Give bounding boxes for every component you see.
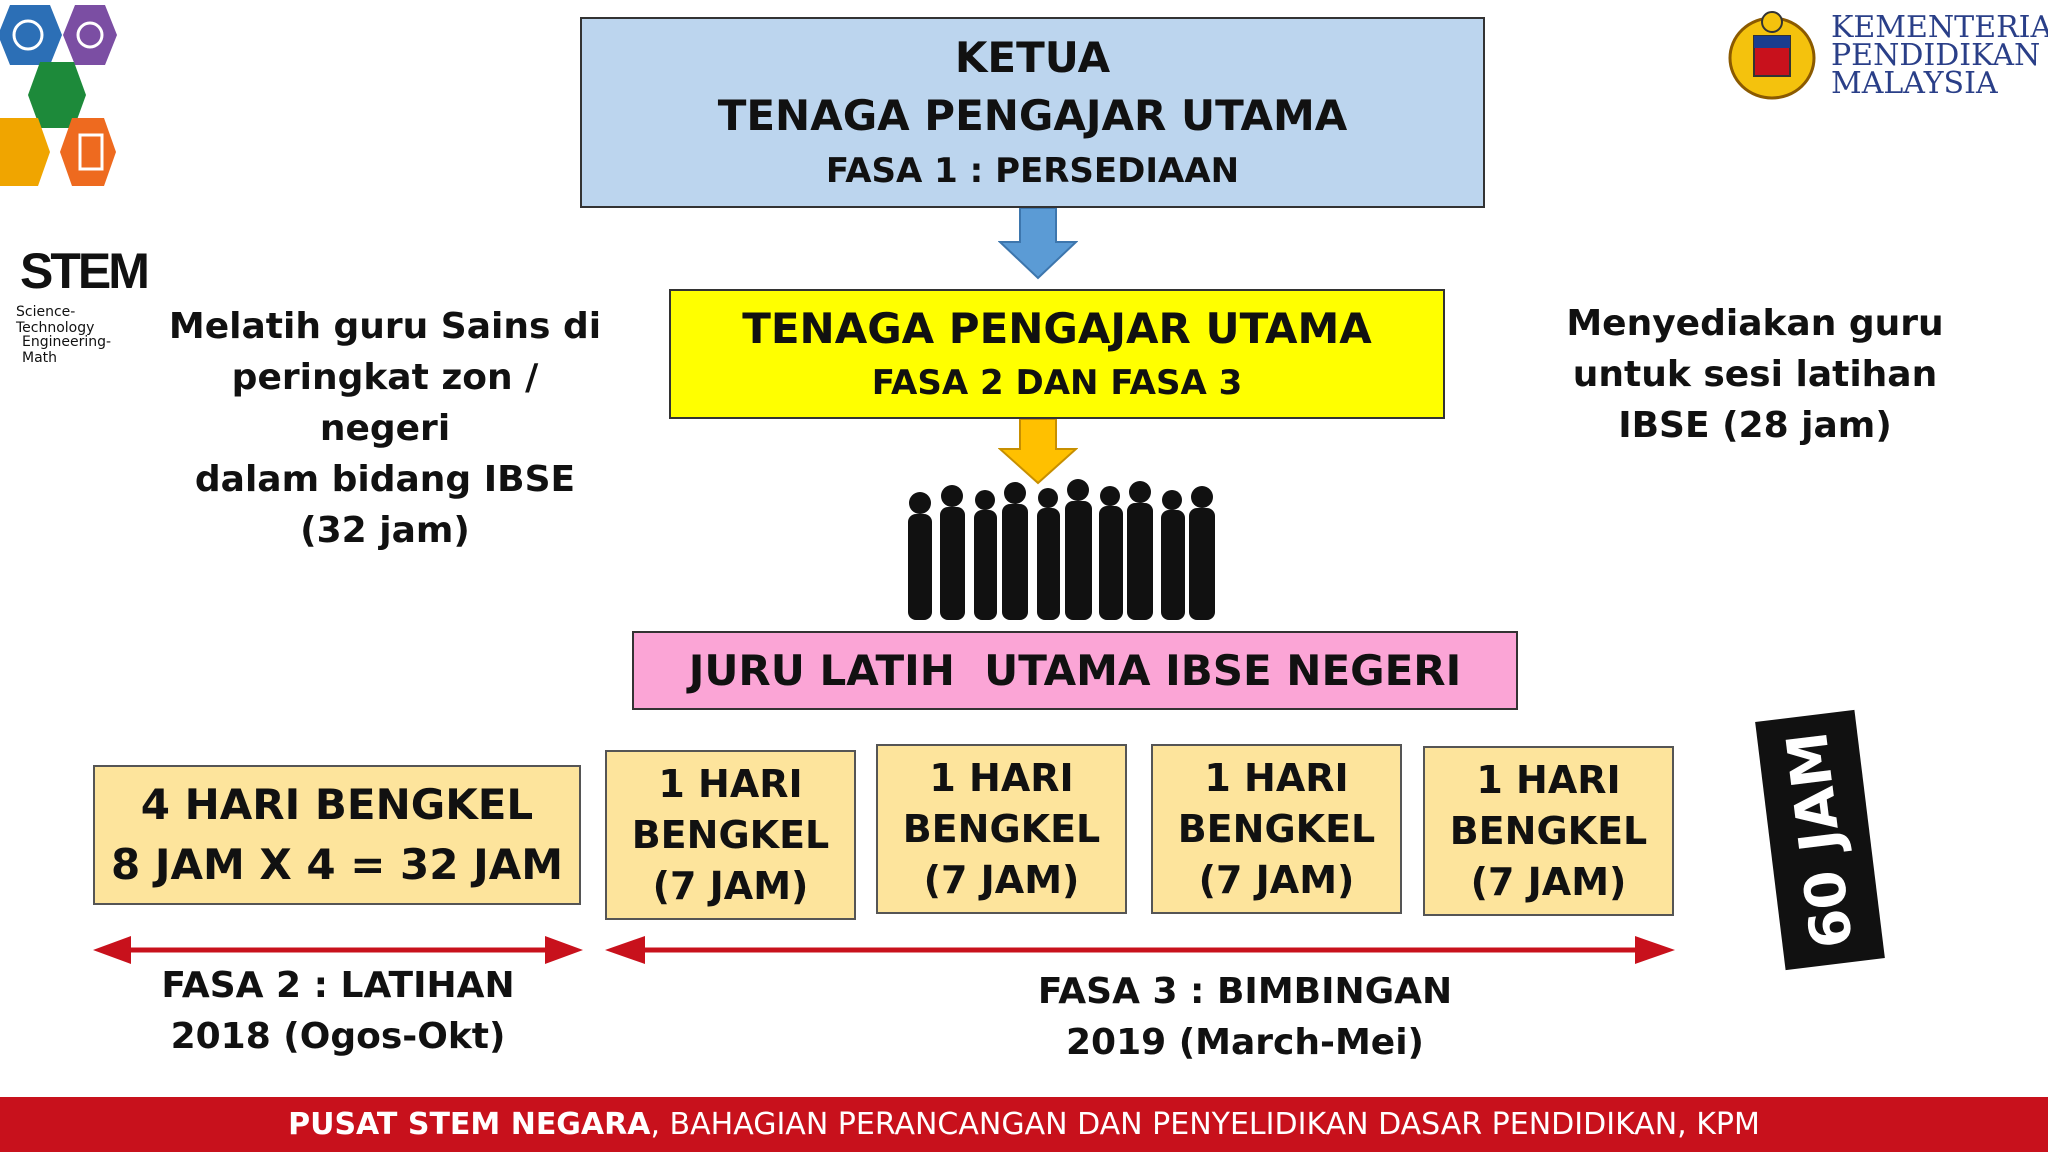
phase-3-label: FASA 3 : BIMBINGAN 2019 (March-Mei)	[1000, 966, 1490, 1068]
footer-bold: PUSAT STEM NEGARA	[288, 1107, 651, 1142]
phase-2-line1: FASA 2 : LATIHAN	[161, 965, 515, 1006]
middle-box-line2: FASA 2 DAN FASA 3	[871, 363, 1243, 403]
left-note-line: Melatih guru Sains di	[168, 306, 602, 347]
total-hours-label: 60 JAM	[1774, 728, 1866, 952]
left-note-line: dalam bidang IBSE	[194, 459, 576, 500]
workshop-line1: 1 HARI	[658, 761, 803, 806]
left-note-line: (32 jam)	[300, 510, 470, 551]
workshop-box-1: 1 HARI BENGKEL (7 JAM)	[605, 750, 856, 920]
workshop-line2: BENGKEL	[1449, 808, 1648, 853]
workshop-line3: (7 JAM)	[1198, 857, 1355, 902]
phase-2-line2: 2018 (Ogos-Okt)	[170, 1016, 506, 1057]
kpm-crest-icon	[1728, 11, 1816, 100]
stem-logo-icon	[0, 5, 117, 186]
workshop-line2: BENGKEL	[631, 812, 830, 857]
workshop-line2: BENGKEL	[1177, 806, 1376, 851]
right-note-line: IBSE (28 jam)	[1618, 405, 1892, 446]
workshop-box-4: 1 HARI BENGKEL (7 JAM)	[1423, 746, 1674, 916]
kpm-line-1: KEMENTERIAN	[1831, 10, 2048, 45]
total-hours-badge: 60 JAM	[1755, 709, 1885, 971]
middle-box-line1: TENAGA PENGAJAR UTAMA	[742, 304, 1372, 353]
workshop-line1: 1 HARI	[1204, 755, 1349, 800]
workshop-line1: 1 HARI	[1476, 757, 1621, 802]
phase-3-line2: 2019 (March-Mei)	[1066, 1022, 1424, 1063]
workshop-line3: (7 JAM)	[1470, 859, 1627, 904]
footer-rest: , BAHAGIAN PERANCANGAN DAN PENYELIDIKAN …	[650, 1107, 1760, 1142]
workshop-line3: (7 JAM)	[652, 863, 809, 908]
workshop-box-2: 1 HARI BENGKEL (7 JAM)	[876, 744, 1127, 914]
top-box-line2: TENAGA PENGAJAR UTAMA	[717, 90, 1348, 140]
workshop-box-3: 1 HARI BENGKEL (7 JAM)	[1151, 744, 1402, 914]
pink-box-label: JURU LATIH UTAMA IBSE NEGERI	[688, 645, 1462, 695]
right-note-line: untuk sesi latihan	[1572, 354, 1938, 395]
stem-subtitle-2: Engineering-Math	[22, 334, 112, 366]
phase-2-label: FASA 2 : LATIHAN 2018 (Ogos-Okt)	[98, 960, 578, 1062]
middle-box-tpu: TENAGA PENGAJAR UTAMA FASA 2 DAN FASA 3	[669, 289, 1445, 419]
stem-subtitle-1: Science-Technology	[16, 304, 95, 336]
top-box-ketua: KETUA TENAGA PENGAJAR UTAMA FASA 1 : PER…	[580, 17, 1485, 208]
workshop-line2: BENGKEL	[902, 806, 1101, 851]
double-arrow-icon	[93, 936, 583, 964]
people-silhouette-icon	[908, 479, 1215, 620]
kpm-line-3: MALAYSIA	[1831, 66, 1998, 101]
top-box-line1: KETUA	[954, 32, 1111, 82]
double-arrow-icon	[605, 936, 1675, 964]
kpm-logo: KEMENTERIAN PENDIDIKAN MALAYSIA	[1724, 8, 2048, 108]
kpm-line-2: PENDIDIKAN	[1831, 38, 2041, 73]
left-note: Melatih guru Sains di peringkat zon / ne…	[165, 301, 605, 556]
workshop-main-line2: 8 JAM X 4 = 32 JAM	[110, 840, 564, 889]
down-arrow-icon	[998, 419, 1078, 485]
stem-logo: STEM Science-Technology Engineering-Math	[0, 0, 150, 366]
right-note-line: Menyediakan guru	[1566, 303, 1944, 344]
stem-title: STEM	[20, 243, 150, 299]
workshop-main-box: 4 HARI BENGKEL 8 JAM X 4 = 32 JAM	[93, 765, 581, 905]
workshop-line1: 1 HARI	[929, 755, 1074, 800]
right-note: Menyediakan guru untuk sesi latihan IBSE…	[1530, 298, 1980, 451]
down-arrow-icon	[998, 208, 1078, 280]
top-box-line3: FASA 1 : PERSEDIAAN	[825, 150, 1240, 191]
workshop-main-line1: 4 HARI BENGKEL	[140, 780, 534, 829]
left-note-line: peringkat zon / negeri	[231, 357, 539, 449]
footer-bar: PUSAT STEM NEGARA , BAHAGIAN PERANCANGAN…	[0, 1097, 2048, 1152]
phase-3-line1: FASA 3 : BIMBINGAN	[1037, 971, 1453, 1012]
pink-box-jurulatih: JURU LATIH UTAMA IBSE NEGERI	[632, 631, 1518, 710]
workshop-line3: (7 JAM)	[923, 857, 1080, 902]
